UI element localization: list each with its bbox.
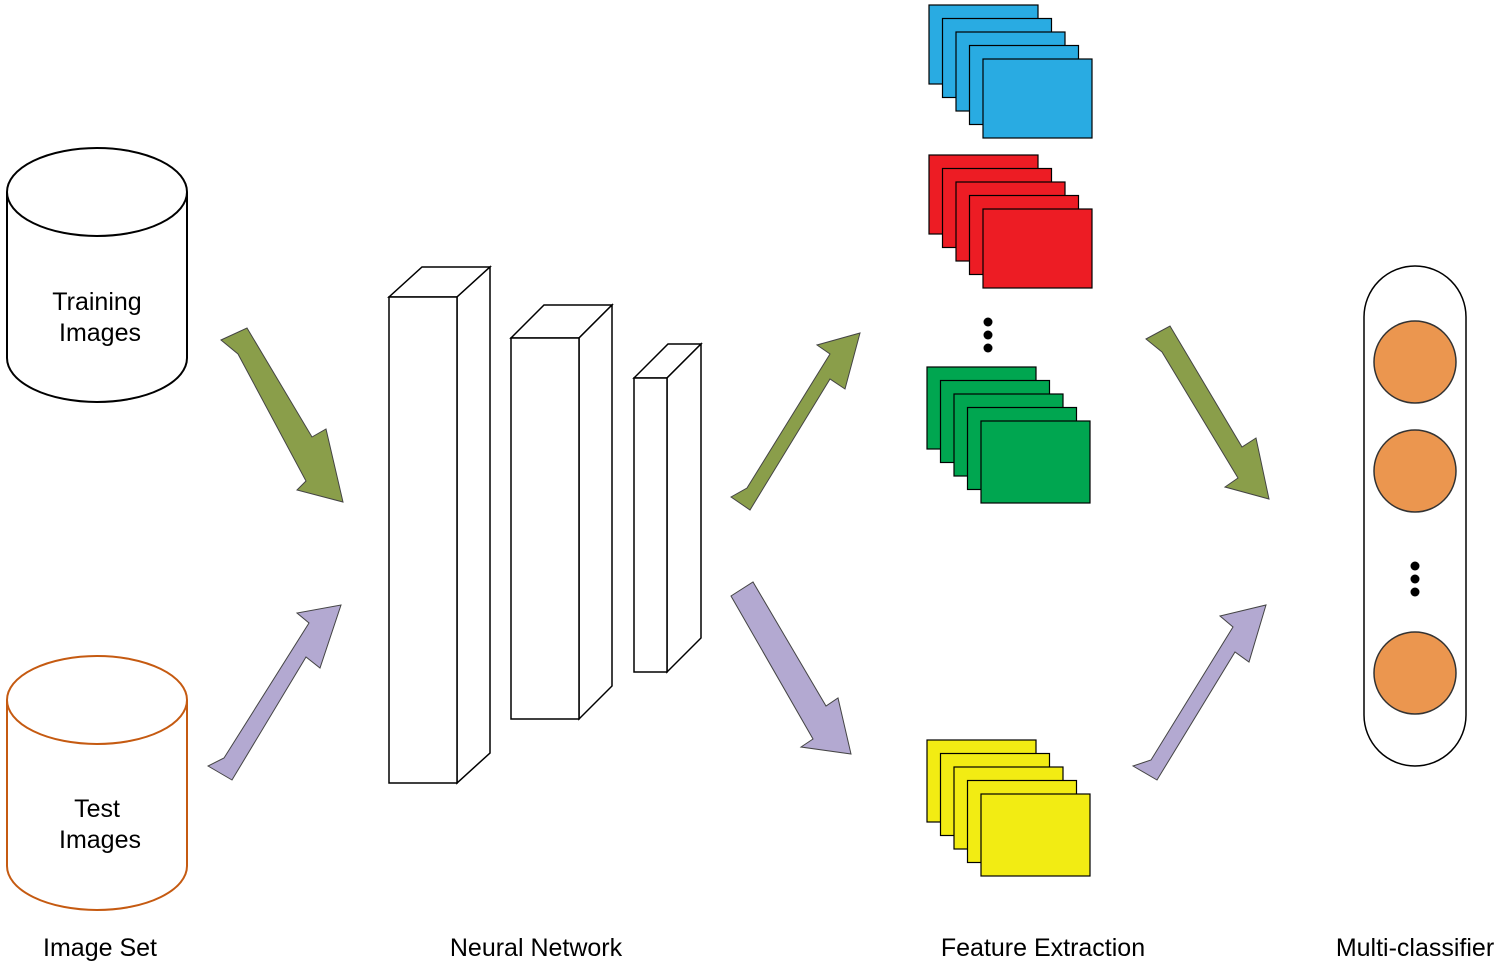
training-images-database	[6, 147, 188, 403]
feature-map-sheet	[982, 58, 1093, 139]
network-layer-2	[509, 303, 614, 721]
test-images-label-line1: Test	[74, 795, 120, 823]
feature-map-sheet	[980, 420, 1091, 504]
network-layer-1	[387, 265, 492, 785]
features-to-classifier-train-arrow	[1145, 325, 1270, 500]
test-images-database	[6, 655, 188, 911]
classifier-node-3	[1373, 631, 1457, 715]
test-to-network-arrow	[206, 604, 342, 781]
classifier-node-1	[1373, 320, 1457, 404]
vertical-ellipsis-features	[983, 317, 993, 353]
train-to-network-arrow	[220, 327, 344, 503]
multi-classifier-label: Multi-classifier	[1336, 934, 1494, 962]
feature-map-stack-blue	[928, 4, 1093, 139]
feature-map-sheet	[982, 208, 1093, 289]
network-layer-3	[632, 342, 703, 674]
features-to-classifier-test-arrow	[1131, 604, 1267, 781]
test-images-label-line2: Images	[59, 826, 141, 854]
vertical-ellipsis-classifier	[1410, 561, 1420, 597]
neural-network-label: Neural Network	[450, 934, 623, 962]
network-to-features-test-arrow	[730, 581, 852, 755]
image-set-label: Image Set	[43, 934, 157, 962]
training-images-label-line2: Images	[59, 319, 141, 347]
feature-map-sheet	[980, 793, 1091, 877]
feature-map-stack-green	[926, 366, 1091, 504]
training-images-label-line1: Training	[52, 288, 141, 316]
feature-extraction-label: Feature Extraction	[941, 934, 1145, 962]
network-to-features-train-arrow	[730, 332, 861, 511]
classifier-node-2	[1373, 429, 1457, 513]
feature-map-stack-yellow	[926, 739, 1091, 877]
feature-map-stack-red	[928, 154, 1093, 289]
